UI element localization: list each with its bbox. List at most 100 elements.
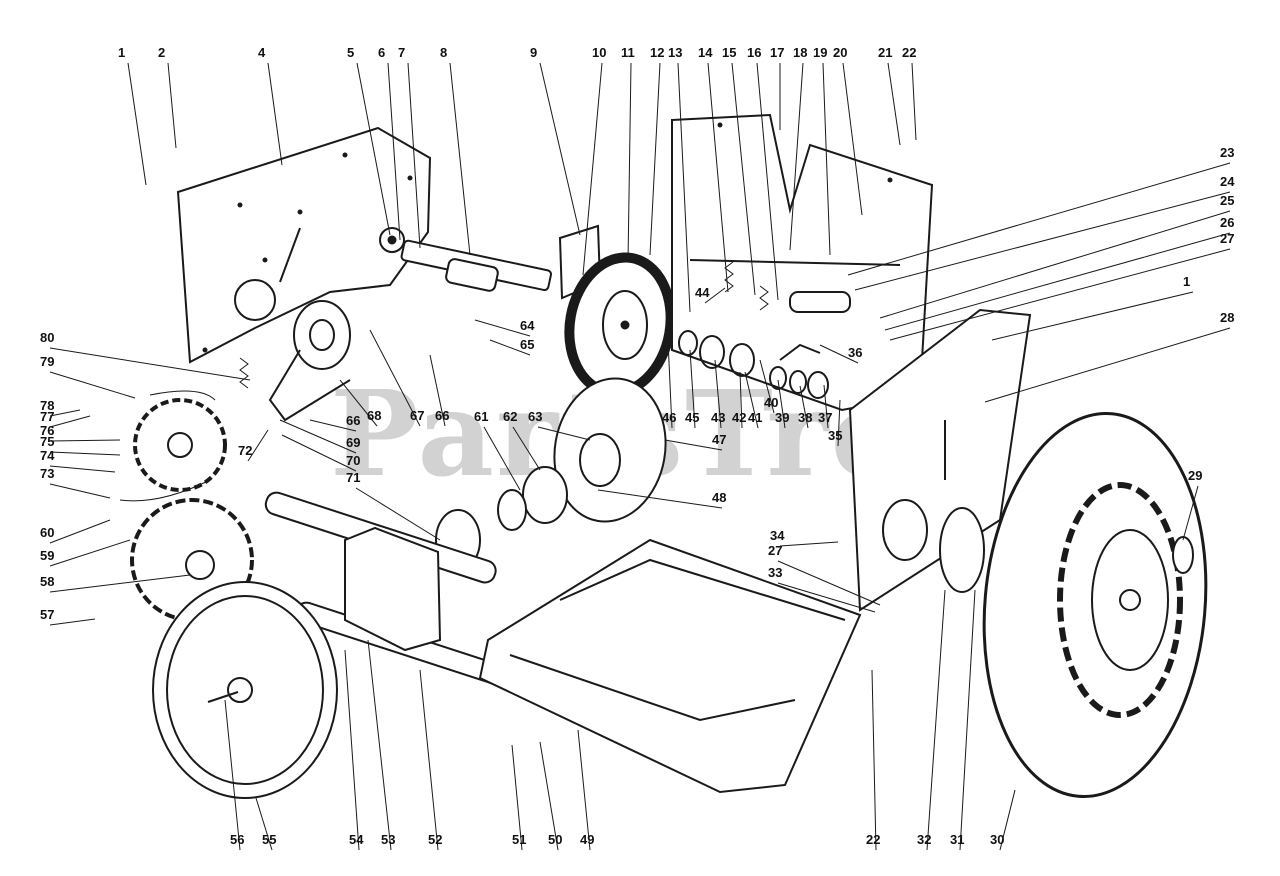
callout-leader — [677, 62, 691, 313]
callout-number: 10 — [592, 45, 606, 60]
callout-leader — [474, 319, 531, 337]
callout-leader — [387, 62, 401, 241]
callout-leader — [854, 191, 1231, 291]
callout-leader — [714, 359, 722, 429]
callout-number: 65 — [520, 337, 534, 352]
callout-number: 42 — [732, 410, 746, 425]
callout-leader — [959, 589, 976, 851]
callout-leader — [49, 465, 116, 473]
callout-number: 17 — [770, 45, 784, 60]
callout-leader — [744, 371, 759, 429]
callout-leader — [49, 439, 121, 442]
callout-number: 50 — [548, 832, 562, 847]
callout-leader — [789, 62, 804, 251]
callout-number: 16 — [747, 45, 761, 60]
spring-washer-group — [678, 261, 829, 399]
callout-leader — [49, 574, 191, 593]
callout-number: 54 — [349, 832, 364, 847]
callout-number: 27 — [768, 543, 782, 558]
callout-number: 68 — [367, 408, 381, 423]
wheel-tire — [982, 411, 1208, 799]
hub-assembly — [435, 433, 621, 571]
callout-leader — [577, 729, 591, 851]
callout-number: 2 — [158, 45, 165, 60]
callout-number: 77 — [40, 409, 54, 424]
callout-leader — [407, 62, 421, 249]
callout-number: 63 — [528, 409, 542, 424]
callout-number: 33 — [768, 565, 782, 580]
callout-leader — [429, 354, 446, 427]
callout-leader — [823, 384, 829, 429]
callout-leader — [582, 62, 603, 276]
callout-number: 79 — [40, 354, 54, 369]
upper-shaft — [379, 227, 552, 292]
callout-leader — [887, 62, 901, 146]
callout-leader — [819, 344, 859, 364]
callout-number: 31 — [950, 832, 964, 847]
callout-leader — [255, 797, 273, 851]
callout-number: 4 — [258, 45, 266, 60]
callout-leader — [281, 434, 357, 472]
callout-number: 14 — [698, 45, 713, 60]
idler-pulley — [239, 300, 351, 422]
callout-leader — [704, 287, 726, 304]
hub-cap — [1172, 536, 1194, 574]
callout-number: 55 — [262, 832, 276, 847]
callout-leader — [926, 589, 946, 851]
callout-leader — [889, 248, 1231, 341]
callout-leader — [627, 62, 632, 263]
callout-number: 32 — [917, 832, 931, 847]
callout-number: 23 — [1220, 145, 1234, 160]
callout-number: 24 — [1220, 174, 1235, 189]
callout-leader — [279, 419, 357, 454]
callout-leader — [369, 329, 421, 427]
callout-number: 29 — [1188, 468, 1202, 483]
callout-leader — [49, 371, 136, 399]
callout-number: 30 — [990, 832, 1004, 847]
callout-leader — [539, 741, 559, 851]
callout-number: 75 — [40, 434, 54, 449]
callout-leader — [355, 487, 441, 541]
callout-leader — [879, 210, 1231, 319]
callout-leader — [884, 232, 1231, 331]
callout-number: 64 — [520, 318, 535, 333]
callout-leader — [267, 62, 283, 166]
callout-number: 12 — [650, 45, 664, 60]
drive-pulley — [152, 581, 338, 799]
callout-leader — [344, 649, 360, 851]
clutch-disc — [564, 252, 676, 398]
callout-number: 1 — [1183, 274, 1190, 289]
callout-leader — [777, 582, 876, 613]
callout-leader — [707, 62, 729, 293]
callout-number: 8 — [440, 45, 447, 60]
callout-number: 25 — [1220, 193, 1234, 208]
upper-sprocket — [119, 390, 227, 502]
callout-number: 52 — [428, 832, 442, 847]
callout-number: 60 — [40, 525, 54, 540]
callout-leader — [779, 541, 839, 547]
callout-number: 66 — [435, 408, 449, 423]
callout-number: 38 — [798, 410, 812, 425]
callout-leader — [777, 379, 786, 429]
callout-number: 37 — [818, 410, 832, 425]
callout-number: 43 — [711, 410, 725, 425]
callout-leader — [127, 62, 147, 186]
callout-leader — [759, 359, 775, 414]
callout-number: 51 — [512, 832, 526, 847]
callout-leader — [984, 327, 1231, 403]
right-wheel-plate — [848, 308, 1032, 612]
callout-leader — [339, 379, 378, 427]
callout-number: 78 — [40, 398, 54, 413]
callout-leader — [664, 439, 723, 451]
callout-leader — [512, 426, 541, 471]
callout-number: 41 — [748, 410, 762, 425]
gear-case — [344, 526, 442, 652]
callout-number: 57 — [40, 607, 54, 622]
callout-number: 34 — [770, 528, 785, 543]
callout-number: 18 — [793, 45, 807, 60]
callout-number: 5 — [347, 45, 354, 60]
callout-leader — [49, 347, 251, 381]
callout-number: 53 — [381, 832, 395, 847]
